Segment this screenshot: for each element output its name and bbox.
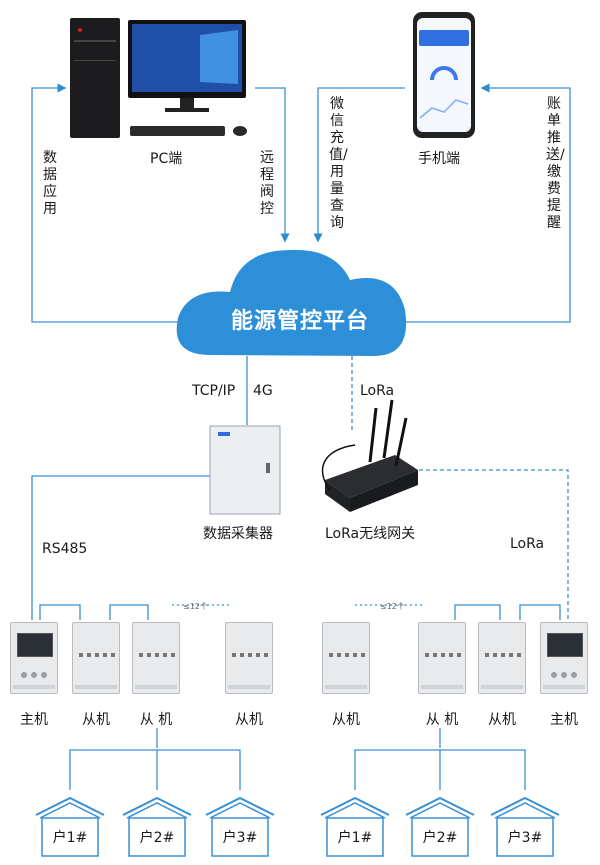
cloud-shape [176, 249, 407, 356]
meter-slave-device [322, 622, 370, 694]
meter-slave-device [418, 622, 466, 694]
house-icon [35, 796, 105, 857]
remote-control-line [255, 87, 290, 243]
house-icon [205, 796, 275, 857]
lora-gateway-label: LoRa无线网关 [325, 526, 416, 542]
left-count-note: ≤12个 [183, 602, 208, 611]
meter-slave-device [72, 622, 120, 694]
right-house-label: 户2# [422, 830, 458, 846]
collector-label: 数据采集器 [203, 526, 273, 542]
lora-right-line [405, 469, 569, 620]
left-device-label: 从机 [82, 712, 110, 728]
wechat-line [313, 87, 405, 243]
house-icon [490, 796, 560, 857]
lora-gateway-icon [321, 399, 418, 512]
left-device-label: 从机 [235, 712, 263, 728]
tcp-label: TCP/IP [192, 383, 236, 399]
rs485-line [31, 475, 212, 620]
remote-control-label: 远程阀控 [260, 150, 274, 217]
lora-right-label: LoRa [510, 536, 545, 552]
mouse-icon [233, 126, 247, 136]
bill-push-line [402, 83, 571, 323]
left-device-label: 从 机 [139, 712, 173, 728]
meter-slave-device [132, 622, 180, 694]
phone-label: 手机端 [418, 151, 460, 167]
right-device-label: 从机 [332, 712, 360, 728]
meter-slave-device [225, 622, 273, 694]
right-device-label: 从 机 [425, 712, 459, 728]
house-icon [405, 796, 475, 857]
right-house-label: 户3# [507, 830, 543, 846]
right-device-label: 主机 [550, 712, 578, 728]
rs485-label: RS485 [42, 541, 88, 557]
left-device-label: 主机 [20, 712, 48, 728]
left-house-label: 户1# [52, 830, 88, 846]
right-device-label: 从机 [488, 712, 516, 728]
monitor-icon [128, 20, 246, 112]
meter-master-device [10, 622, 58, 694]
house-icon [320, 796, 390, 857]
data-app-line [31, 83, 210, 323]
right-count-note: ≤12个 [380, 602, 405, 611]
lora-top-label: LoRa [360, 383, 395, 399]
left-house-label: 户2# [139, 830, 175, 846]
house-icon [122, 796, 192, 857]
keyboard-icon [130, 126, 225, 136]
right-house-label: 户1# [337, 830, 373, 846]
platform-name: 能源管控平台 [230, 309, 369, 334]
phone-icon [413, 12, 475, 138]
left-house-label: 户3# [222, 830, 258, 846]
4g-label: 4G [253, 383, 273, 399]
bill-push-label: 账单推送/缴费提醒 [546, 96, 565, 231]
data-app-label: 数据应用 [43, 150, 57, 217]
pc-label: PC端 [150, 151, 183, 167]
wechat-label: 微信充值/用量查询 [329, 96, 348, 231]
meter-slave-device [478, 622, 526, 694]
pc-tower-icon [70, 18, 120, 138]
meter-master-device [540, 622, 588, 694]
collector-device-icon [209, 425, 281, 515]
